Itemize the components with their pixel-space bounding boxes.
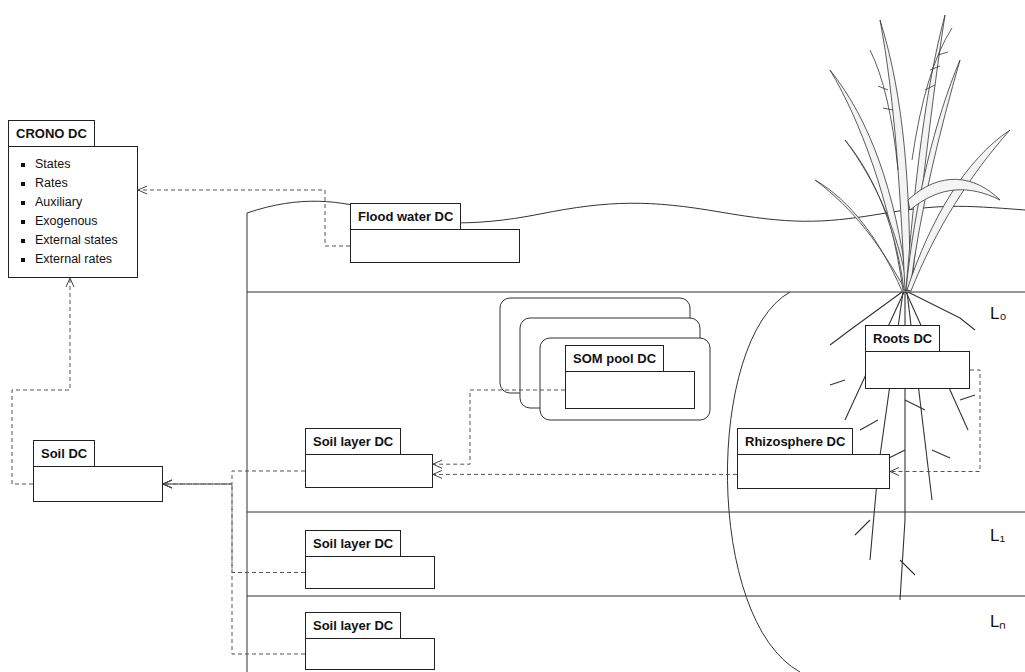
container-body [305, 556, 435, 589]
variable-group: Rates [35, 174, 129, 193]
data-container-box: Rhizosphere DC [737, 428, 890, 489]
leaf [880, 20, 910, 290]
container-body [865, 351, 970, 389]
data-flow-connector [163, 484, 305, 573]
data-container-box: Roots DC [865, 325, 970, 389]
container-header: Soil DC [33, 440, 95, 467]
container-body [737, 454, 890, 489]
layer-label: L₁ [990, 526, 1005, 546]
data-container-box: Soil layer DC [305, 612, 435, 670]
variable-group: External rates [35, 250, 129, 269]
container-header: Rhizosphere DC [737, 428, 853, 455]
data-container-box: Soil layer DC [305, 428, 433, 488]
layer-boundary [247, 512, 1025, 513]
container-header: CRONO DC [8, 120, 95, 147]
rice-plant [815, 15, 1010, 291]
leaf [907, 130, 1010, 291]
container-body [565, 371, 695, 409]
container-body [33, 466, 163, 502]
data-container-box: CRONO DCStatesRatesAuxiliaryExogenousExt… [8, 120, 138, 278]
variable-group: Exogenous [35, 212, 129, 231]
layer-boundary [247, 596, 1025, 597]
som-pool-stack [500, 298, 710, 420]
field-border [247, 213, 248, 672]
container-header: SOM pool DC [565, 345, 664, 372]
container-name: Soil layer DC [313, 618, 393, 633]
leaf [815, 180, 906, 291]
leaf [908, 179, 1000, 210]
panicle [870, 28, 952, 170]
container-name: Soil layer DC [313, 434, 393, 449]
container-body [305, 638, 435, 670]
layer-label: L₀ [990, 304, 1007, 324]
data-flow-connector [163, 484, 305, 654]
container-header: Roots DC [865, 325, 940, 352]
container-name: Roots DC [873, 331, 932, 346]
variable-list: StatesRatesAuxiliaryExogenousExternal st… [9, 147, 137, 275]
data-container-box: Flood water DC [350, 203, 520, 263]
container-name: CRONO DC [16, 126, 87, 141]
container-name: Flood water DC [358, 209, 453, 224]
leaf [906, 60, 960, 290]
layer-label: Lₙ [990, 612, 1006, 632]
som-pool-card [540, 338, 710, 420]
container-name: Rhizosphere DC [745, 434, 845, 449]
container-header: Soil layer DC [305, 530, 401, 557]
data-flow-connector [433, 474, 737, 475]
container-body: StatesRatesAuxiliaryExogenousExternal st… [8, 146, 138, 278]
container-header: Soil layer DC [305, 612, 401, 639]
variable-group: Auxiliary [35, 193, 129, 212]
data-flow-connector [433, 390, 565, 464]
container-name: Soil layer DC [313, 536, 393, 551]
variable-group: States [35, 155, 129, 174]
variable-group: External states [35, 231, 129, 250]
data-flow-connector [163, 471, 305, 484]
data-flow-connector [138, 190, 350, 246]
container-name: SOM pool DC [573, 351, 656, 366]
container-header: Flood water DC [350, 203, 461, 230]
container-body [350, 229, 520, 263]
container-header: Soil layer DC [305, 428, 401, 455]
container-body [305, 454, 433, 488]
data-container-box: Soil DC [33, 440, 163, 502]
container-name: Soil DC [41, 446, 87, 461]
data-container-box: Soil layer DC [305, 530, 435, 589]
data-container-box: SOM pool DC [565, 345, 695, 409]
